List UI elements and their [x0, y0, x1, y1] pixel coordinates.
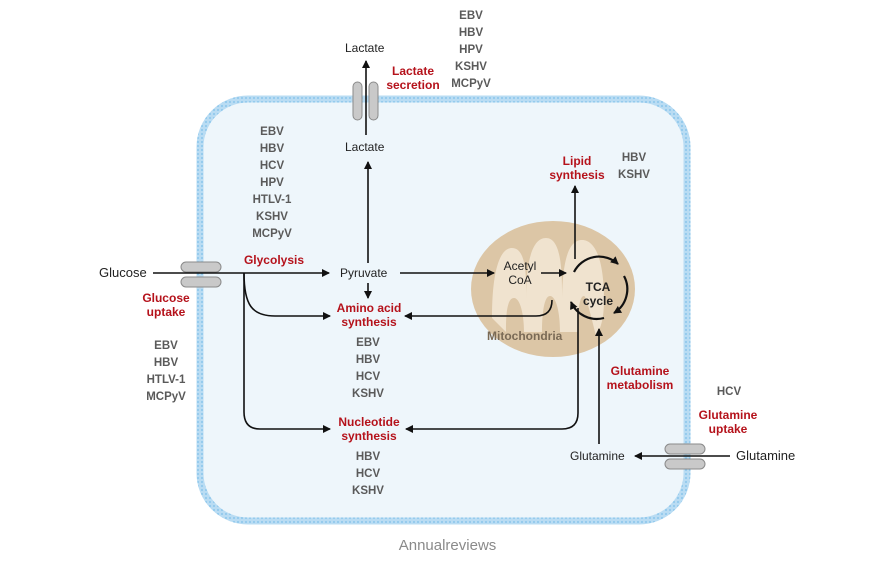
virus-name: HTLV-1	[252, 194, 292, 206]
pathway-arrows	[153, 60, 730, 460]
virus-name: HTLV-1	[146, 374, 186, 386]
virus-name: EBV	[356, 337, 380, 349]
mitochondrion	[471, 221, 635, 357]
arrow-tca-nucleotide	[405, 308, 579, 433]
lactate-transporter	[352, 81, 379, 121]
virus-name: EBV	[459, 10, 483, 22]
virus-name: KSHV	[618, 169, 650, 181]
virus-name: HBV	[259, 143, 285, 155]
lactate-out-label: Lactate	[345, 41, 385, 55]
lipid-synthesis-label: Lipid synthesis	[549, 154, 605, 182]
virus-name: MCPyV	[252, 228, 292, 240]
lactate-secretion-label: Lactate secretion	[386, 64, 440, 92]
nucleotide-synthesis-label: Nucleotide synthesis	[338, 415, 400, 443]
virus-name: EBV	[154, 340, 178, 352]
glutamine-in-label: Glutamine	[570, 449, 625, 463]
amino-acid-synthesis-label: Amino acid synthesis	[336, 301, 402, 329]
glucose-uptake-label: Glucose uptake	[142, 291, 190, 319]
tca-cycle-label: TCA cycle	[582, 280, 614, 308]
virus-name: HBV	[355, 354, 381, 366]
glutamine-transporter	[664, 443, 706, 470]
cell-membrane	[196, 95, 691, 525]
virus-name: HBV	[458, 27, 484, 39]
virus-name: HCV	[355, 468, 381, 480]
virus-list-lactate-secretion: EBV HBV HPV KSHV MCPyV	[446, 8, 496, 93]
acetyl-coa-label: Acetyl CoA	[503, 259, 537, 287]
glutamine-metabolism-label: Glutamine metabolism	[606, 364, 674, 392]
mitochondria-label: Mitochondria	[487, 329, 563, 343]
glycolysis-label: Glycolysis	[243, 253, 305, 267]
virus-list-lipid-synthesis: HBV KSHV	[614, 150, 654, 184]
virus-name: HCV	[259, 160, 285, 172]
virus-name: KSHV	[352, 485, 384, 497]
arrow-glucose-nucleotide	[243, 273, 331, 433]
virus-name: EBV	[260, 126, 284, 138]
credit-text: Annualreviews	[398, 537, 497, 554]
pyruvate-label: Pyruvate	[340, 266, 388, 280]
virus-name: HBV	[153, 357, 179, 369]
virus-name: HBV	[355, 451, 381, 463]
virus-name: KSHV	[352, 388, 384, 400]
glucose-transporter	[180, 261, 222, 288]
lactate-in-label: Lactate	[345, 140, 385, 154]
virus-name: MCPyV	[451, 78, 491, 90]
virus-name: HCV	[355, 371, 381, 383]
virus-name: HPV	[459, 44, 483, 56]
virus-list-nucleotide-synthesis: HBV HCV KSHV	[344, 449, 392, 500]
virus-name: HCV	[716, 386, 742, 398]
tca-cycle	[569, 255, 629, 321]
glucose-out-label: Glucose	[99, 265, 147, 280]
glutamine-uptake-label: Glutamine uptake	[698, 408, 758, 436]
virus-name: HBV	[621, 152, 647, 164]
virus-name: KSHV	[256, 211, 288, 223]
virus-name: HPV	[260, 177, 284, 189]
virus-list-amino-acid-synthesis: EBV HBV HCV KSHV	[344, 335, 392, 403]
virus-list-glutamine-uptake: HCV	[711, 384, 747, 401]
glutamine-out-label: Glutamine	[736, 448, 796, 463]
virus-name: KSHV	[455, 61, 487, 73]
arrow-tca-amino	[404, 299, 553, 320]
virus-name: MCPyV	[146, 391, 186, 403]
